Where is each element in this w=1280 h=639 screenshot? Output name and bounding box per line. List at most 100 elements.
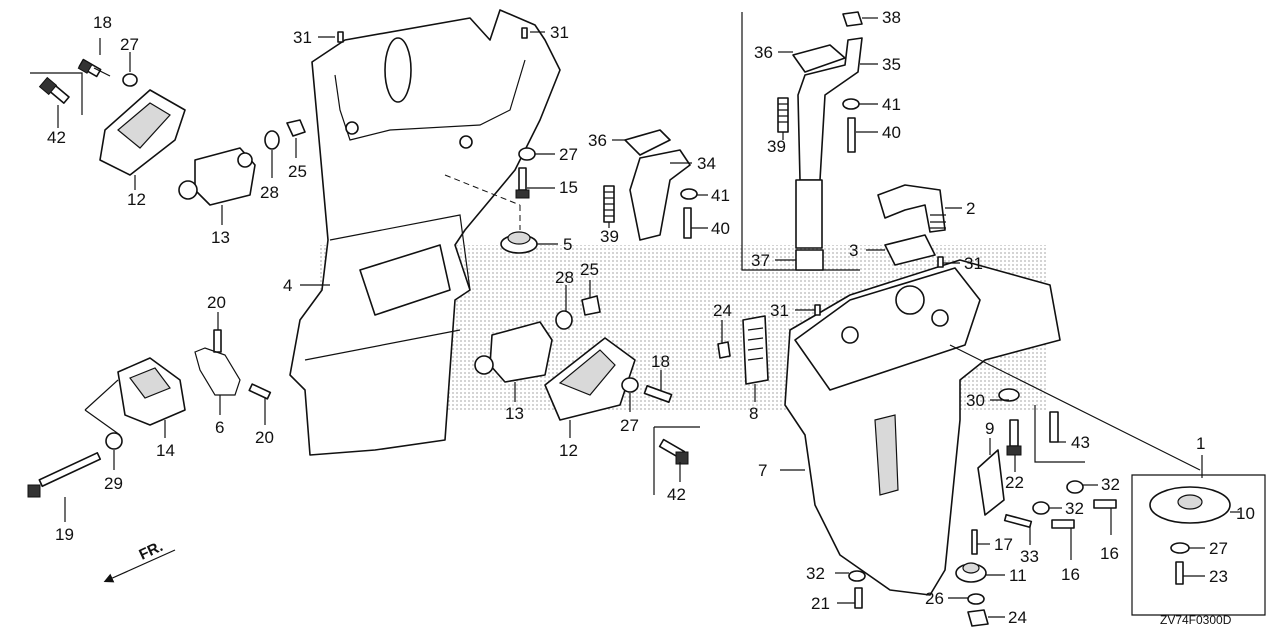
callout-28: 28 xyxy=(260,183,279,202)
pin-31b xyxy=(521,27,528,39)
part-group-box-1 xyxy=(1131,474,1266,616)
callout-3: 3 xyxy=(849,241,858,260)
bolt-40b xyxy=(847,117,856,153)
bolt-19 xyxy=(27,452,102,498)
pipe-35 xyxy=(797,37,863,181)
callout-32b: 32 xyxy=(1065,499,1084,518)
part-group-center-lower xyxy=(337,27,944,495)
diagram-code: ZV74F0300D xyxy=(1160,613,1232,627)
callout-10: 10 xyxy=(1236,504,1255,523)
housing-inner-rim xyxy=(334,59,526,141)
callout-12: 12 xyxy=(127,190,146,209)
callout-8: 8 xyxy=(749,404,758,423)
callout-31d: 31 xyxy=(770,301,789,320)
bolt-15 xyxy=(515,167,530,199)
bolt-43 xyxy=(1049,411,1059,443)
callout-20b: 20 xyxy=(255,428,274,447)
washer-29 xyxy=(105,432,123,450)
bolt-18b xyxy=(643,384,673,404)
washer-28b xyxy=(555,310,573,330)
leader xyxy=(93,67,111,77)
plate-8-grid xyxy=(747,327,764,361)
nut-24b xyxy=(967,609,989,627)
callout-15: 15 xyxy=(559,178,578,197)
callout-31b: 31 xyxy=(550,23,569,42)
gear-case-hole xyxy=(841,326,859,344)
washer-28 xyxy=(264,130,280,150)
spring-39b xyxy=(777,97,789,133)
housing-band xyxy=(304,329,461,361)
leader-long xyxy=(949,344,1201,471)
callout-14: 14 xyxy=(156,441,175,460)
washer-27c xyxy=(1170,542,1190,554)
pin-31a xyxy=(337,31,344,43)
strap-6 xyxy=(194,347,241,396)
bolt-21 xyxy=(854,587,863,609)
part-11 xyxy=(955,562,987,583)
bolt-22 xyxy=(1006,419,1022,456)
callout-40: 40 xyxy=(711,219,730,238)
gear-case-top xyxy=(794,267,981,391)
callout-6: 6 xyxy=(215,418,224,437)
washer-26 xyxy=(967,593,985,605)
housing-boss xyxy=(384,37,412,103)
callout-18: 18 xyxy=(93,13,112,32)
pin-31c xyxy=(814,304,821,316)
cover-12b-recess xyxy=(558,349,616,396)
housing-bolt-hole xyxy=(459,135,473,149)
bolt-23 xyxy=(1175,561,1184,585)
bolt-40 xyxy=(683,207,692,239)
callout-13: 13 xyxy=(211,228,230,247)
gear-case-hole xyxy=(931,309,949,327)
callout-33: 33 xyxy=(1020,547,1039,566)
callout-13b: 13 xyxy=(505,404,524,423)
gasket-36b xyxy=(792,44,846,73)
callout-32c: 32 xyxy=(806,564,825,583)
callout-20a: 20 xyxy=(207,293,226,312)
callout-42: 42 xyxy=(47,128,66,147)
nut-25b xyxy=(581,295,601,316)
fr-arrow xyxy=(103,549,176,583)
leader-dashed xyxy=(444,174,521,206)
part-group-gear-accessories xyxy=(848,388,1117,627)
callout-42b: 42 xyxy=(667,485,686,504)
housing-window xyxy=(359,244,451,316)
callout-5: 5 xyxy=(563,235,572,254)
bolt-20b xyxy=(248,383,272,400)
cap-38 xyxy=(842,11,863,27)
leader-lines xyxy=(57,17,1240,618)
part-group-middle xyxy=(500,129,698,254)
cover-12-recess xyxy=(117,102,171,149)
callout-9: 9 xyxy=(985,419,994,438)
callout-41b: 41 xyxy=(882,95,901,114)
bolt-33 xyxy=(1003,513,1033,529)
callout-28b: 28 xyxy=(555,268,574,287)
pin-31d xyxy=(937,256,944,268)
sleeve-37 xyxy=(795,249,824,271)
callout-7: 7 xyxy=(758,461,767,480)
callout-27d: 27 xyxy=(1209,539,1228,558)
callout-29: 29 xyxy=(104,474,123,493)
callout-36: 36 xyxy=(588,131,607,150)
callout-31c: 31 xyxy=(964,254,983,273)
part-upper-housing xyxy=(289,9,561,456)
bracket-14a xyxy=(84,379,119,411)
grommet-5 xyxy=(500,231,538,254)
callout-41: 41 xyxy=(711,186,730,205)
callout-27c: 27 xyxy=(620,416,639,435)
callout-25: 25 xyxy=(288,162,307,181)
callout-18b: 18 xyxy=(651,352,670,371)
callout-16a: 16 xyxy=(1100,544,1119,563)
bracket-14b xyxy=(84,409,121,436)
callout-34: 34 xyxy=(697,154,716,173)
callout-24b: 24 xyxy=(1008,608,1027,627)
callout-37: 37 xyxy=(751,251,770,270)
callout-40b: 40 xyxy=(882,123,901,142)
callout-43: 43 xyxy=(1071,433,1090,452)
callout-2: 2 xyxy=(966,199,975,218)
callout-17: 17 xyxy=(994,535,1013,554)
callout-23: 23 xyxy=(1209,567,1228,586)
part-group-right-box xyxy=(741,11,946,271)
pipe-34 xyxy=(629,149,691,241)
